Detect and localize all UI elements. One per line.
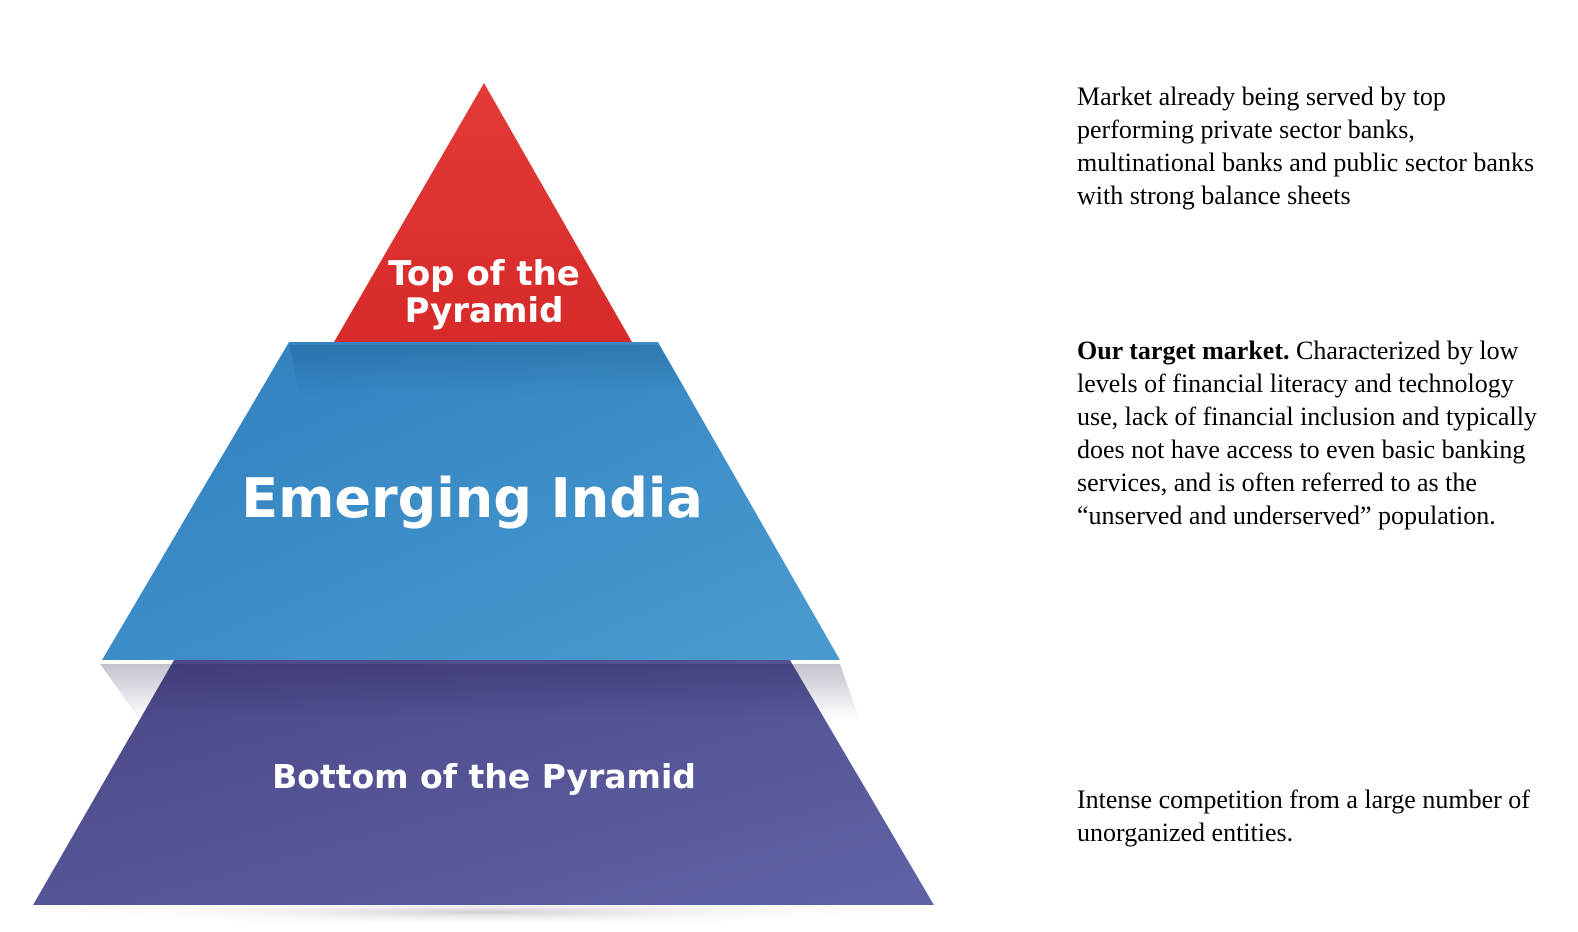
tier-middle-shape	[102, 342, 840, 660]
tier-middle-label: Emerging India	[241, 467, 703, 530]
description-middle-text: Characterized by low levels of financial…	[1077, 336, 1537, 530]
description-top-text: Market already being served by top perfo…	[1077, 82, 1535, 210]
tier-bottom-shadow	[100, 664, 860, 720]
description-top: Market already being served by top perfo…	[1077, 80, 1557, 212]
tier-top-label-line2: Pyramid	[405, 291, 564, 331]
tier-top-shape	[334, 83, 632, 342]
description-middle: Our target market. Characterized by low …	[1077, 334, 1557, 532]
description-bottom-text: Intense competition from a large number …	[1077, 785, 1530, 847]
pyramid-diagram: Top of the Pyramid Emerging India Bottom…	[33, 83, 934, 926]
description-middle-lead: Our target market.	[1077, 336, 1290, 365]
tier-middle-shadow	[289, 345, 690, 395]
tier-top-label-line1: Top of the	[388, 254, 580, 294]
tier-bottom-label: Bottom of the Pyramid	[272, 757, 696, 796]
tier-bottom-shape	[33, 660, 934, 905]
description-bottom: Intense competition from a large number …	[1077, 783, 1557, 849]
